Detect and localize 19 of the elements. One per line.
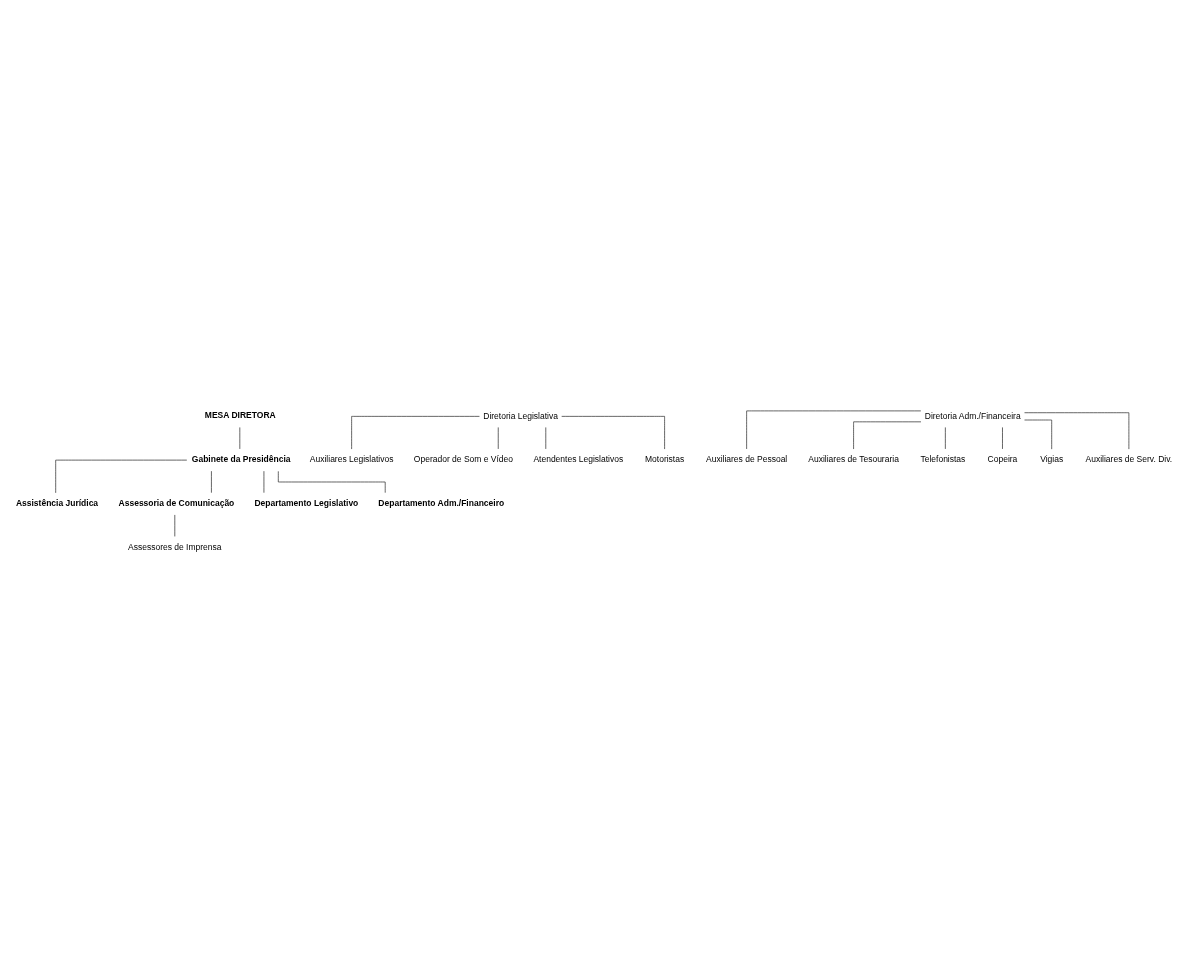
- node-text: Atendentes Legislativos: [533, 454, 624, 465]
- node-text: Copeira: [987, 454, 1018, 465]
- node-text: Telefonistas: [920, 454, 966, 465]
- node-text: Diretoria Legislativa: [483, 410, 558, 421]
- node-text: Auxiliares Legislativos: [309, 454, 394, 465]
- node-text: Assessoria de Comunicação: [118, 497, 235, 508]
- node-text: Motoristas: [644, 454, 685, 465]
- node-text: Departamento Adm./Financeiro: [378, 497, 505, 508]
- node-text: Diretoria Adm./Financeira: [924, 410, 1021, 421]
- node-text: Assessores de Imprensa: [128, 541, 222, 552]
- node-text: Vigias: [1040, 454, 1064, 465]
- node-text: Assistência Jurídica: [15, 497, 99, 508]
- node-text: MESA DIRETORA: [204, 410, 276, 421]
- node-text: Gabinete da Presidência: [191, 453, 291, 464]
- node-text: Departamento Legislativo: [254, 497, 359, 508]
- node-text: Auxiliares de Pessoal: [706, 454, 788, 465]
- node-text: Auxiliares de Serv. Div.: [1085, 454, 1173, 465]
- node-text: Operador de Som e Vídeo: [413, 454, 514, 465]
- node-text: Auxiliares de Tesouraria: [808, 454, 899, 465]
